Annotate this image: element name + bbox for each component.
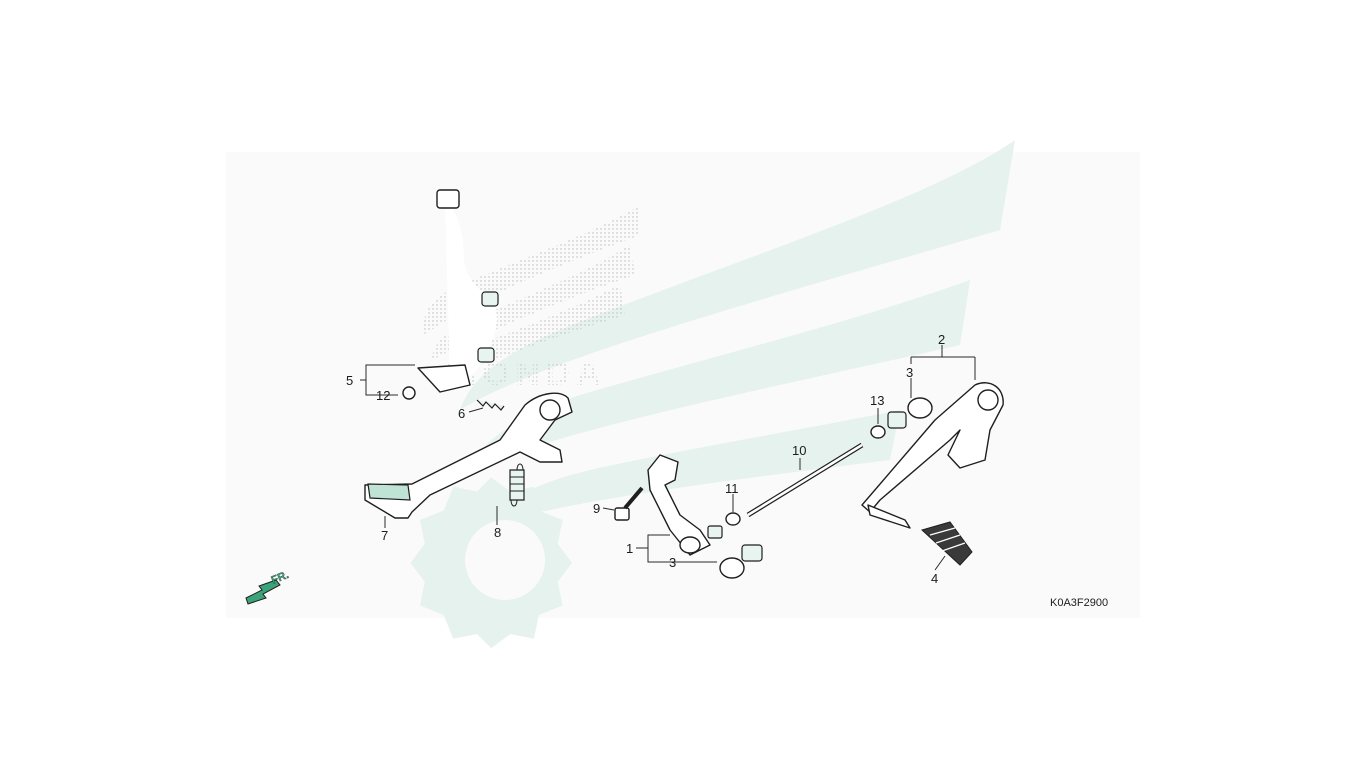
- callout-3-upper: 3: [906, 365, 913, 380]
- honda-wing-watermark: HONDA: [410, 140, 1015, 649]
- nut-part-lower: [707, 525, 723, 539]
- callout-1: 1: [626, 541, 633, 556]
- callout-7: 7: [381, 528, 388, 543]
- callout-2: 2: [938, 332, 945, 347]
- pedal-rubber-part: [921, 521, 973, 566]
- shift-arm-part: [647, 454, 711, 556]
- callout-4: 4: [931, 571, 938, 586]
- tie-rod-part: [746, 442, 864, 518]
- callout-6: 6: [458, 406, 465, 421]
- spring-part-6: [476, 399, 505, 411]
- nut-part: [725, 512, 741, 526]
- diagram-code: K0A3F2900: [1050, 597, 1108, 609]
- joint-part-upper: [887, 397, 933, 429]
- brake-pedal-part: [364, 392, 573, 519]
- callout-5: 5: [346, 373, 353, 388]
- brake-rod-part: [417, 189, 499, 393]
- callout-11: 11: [725, 481, 739, 496]
- callout-12: 12: [376, 388, 390, 403]
- callout-9: 9: [593, 501, 600, 516]
- nut-part-13: [870, 425, 886, 439]
- clip-part: [402, 386, 416, 400]
- leader-lines: [360, 345, 976, 571]
- shift-pedal-part: [861, 382, 1004, 529]
- joint-part-lower: [719, 544, 763, 579]
- callout-10: 10: [792, 443, 806, 458]
- callout-13: 13: [870, 393, 884, 408]
- callout-3-lower: 3: [669, 555, 676, 570]
- spring-part-8: [509, 463, 525, 507]
- callout-8: 8: [494, 525, 501, 540]
- front-arrow-icon: [245, 579, 281, 605]
- bolt-part: [614, 486, 644, 521]
